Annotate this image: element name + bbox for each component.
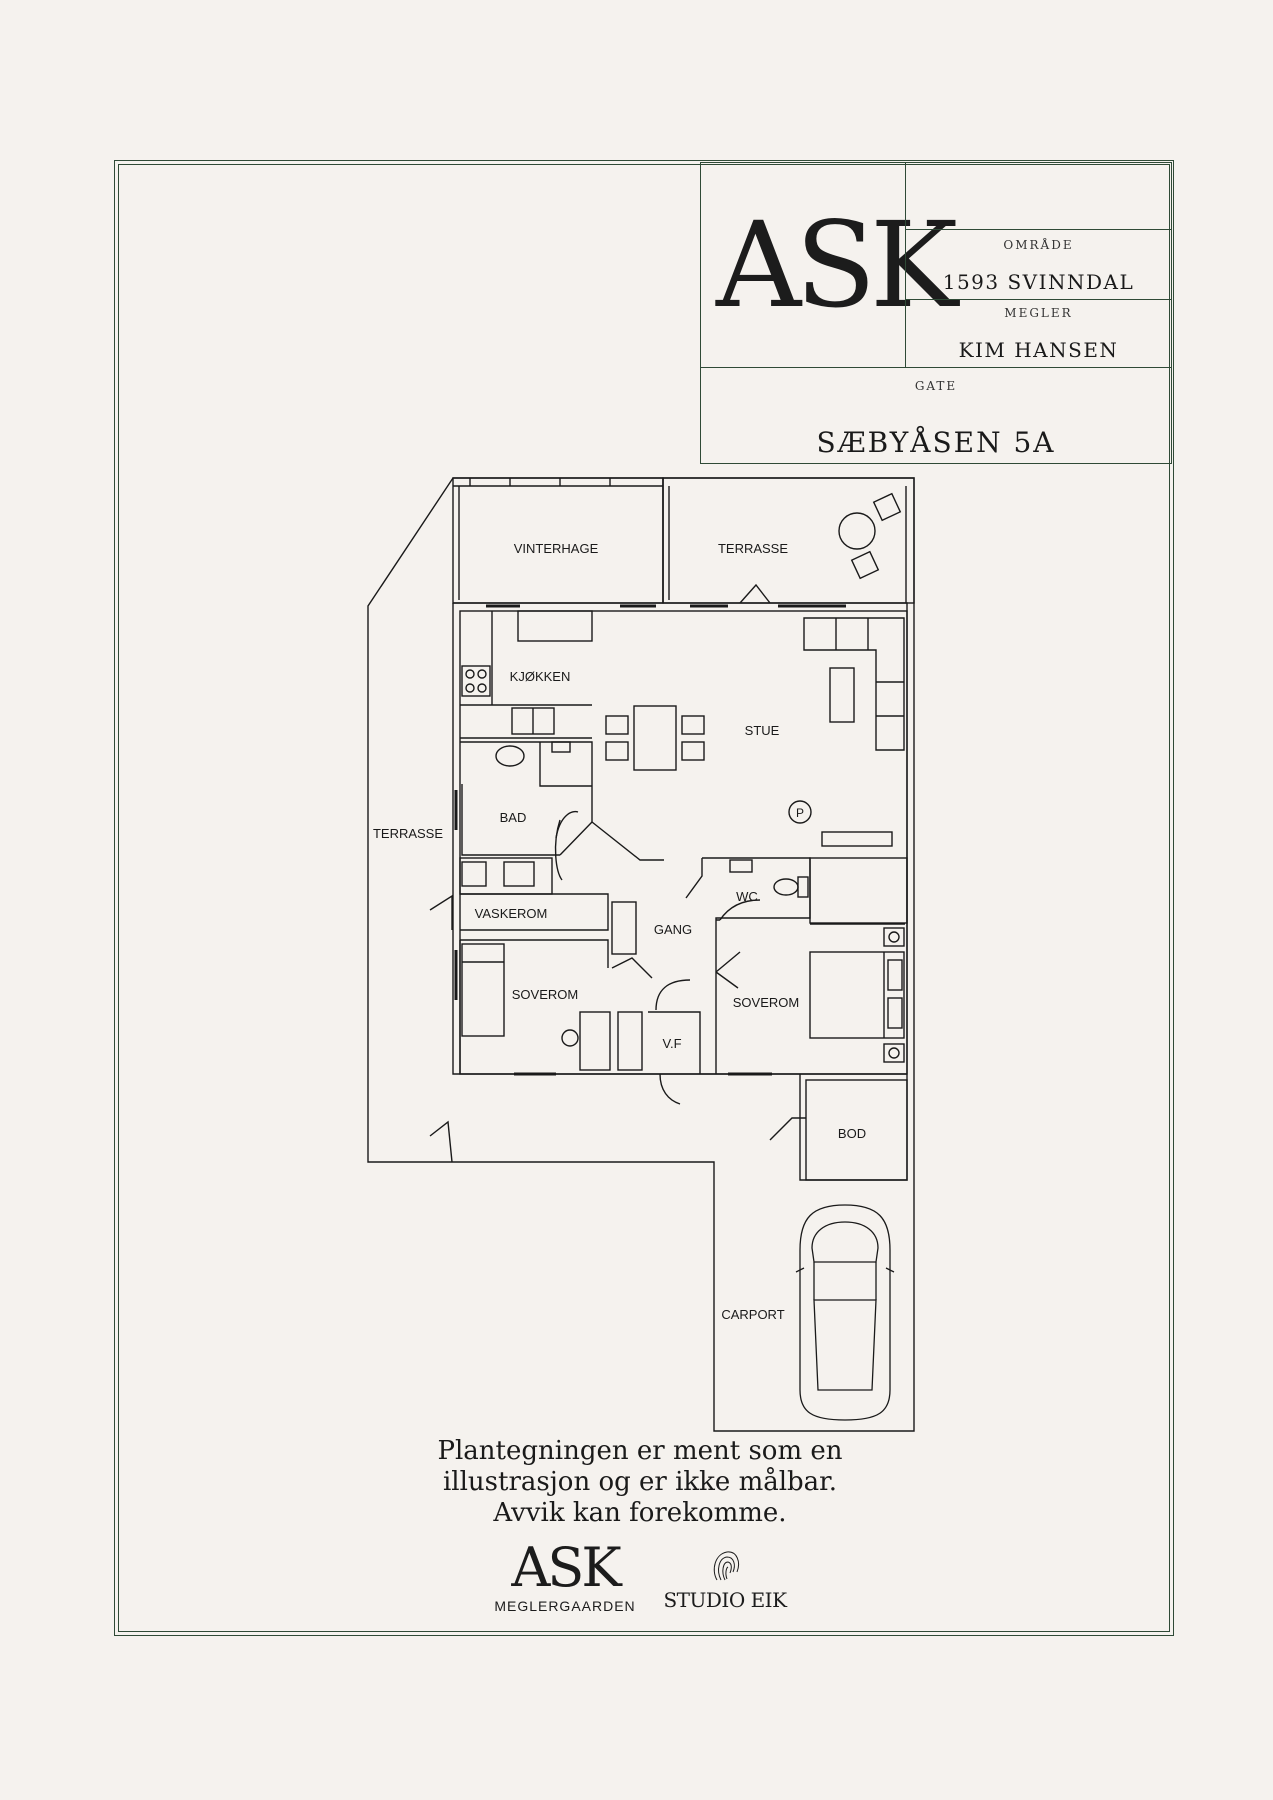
- omrade-label: OMRÅDE: [1003, 238, 1074, 252]
- washer: [461, 861, 487, 887]
- bed-right: [809, 951, 905, 1039]
- ask-meglergaarden-logo: ASK MEGLERGAARDEN: [480, 1536, 650, 1615]
- label-terrasse-top: TERRASSE: [718, 541, 788, 556]
- page-frame: [114, 160, 1174, 1636]
- label-soverom-left: SOVEROM: [512, 987, 578, 1002]
- kitchen-counter-top: [517, 610, 593, 642]
- gate-label: GATE: [914, 379, 958, 393]
- parking-circle: [788, 800, 812, 824]
- nightstand-2: [883, 1043, 905, 1063]
- bed-left: [461, 943, 505, 1037]
- coffee-table: [829, 667, 855, 723]
- wardrobe-left: [617, 1011, 643, 1071]
- bathroom-sink: [495, 745, 525, 767]
- soverom-left-walls: [459, 939, 609, 1074]
- terrace-chair-2: [850, 550, 880, 580]
- footer-studio-text: STUDIO EIK: [663, 1588, 787, 1612]
- label-bad: BAD: [500, 810, 527, 825]
- label-stue: STUE: [745, 723, 780, 738]
- house-inner-wall: [459, 610, 908, 1075]
- corridor-wall: [591, 821, 664, 861]
- title-block-gate-cell: [700, 367, 1172, 464]
- terrace-chair-1: [872, 492, 902, 522]
- disclaimer-line-3: Avvik kan forekomme.: [493, 1498, 787, 1528]
- car: [795, 1204, 895, 1421]
- disclaimer-line-2: illustrasjon og er ikke målbar.: [442, 1467, 838, 1497]
- label-terrasse-side: TERRASSE: [373, 826, 443, 841]
- parking-symbol: P: [796, 806, 804, 820]
- terrasse-top-walls: [662, 477, 915, 604]
- gate-value: SÆBYÅSEN 5A: [816, 426, 1056, 459]
- toilet: [773, 878, 799, 896]
- terrace-table: [838, 512, 876, 550]
- vaskerom-walls: [459, 857, 553, 895]
- desk: [579, 1011, 611, 1071]
- studio-eik-fingerprint-icon: [713, 1551, 740, 1581]
- label-carport: CARPORT: [721, 1307, 784, 1322]
- disclaimer-line-1: Plantegningen er ment som en: [437, 1436, 843, 1466]
- house-outer-wall: [452, 602, 908, 1181]
- dining-table: [633, 705, 677, 771]
- disclaimer: Plantegningen er ment som en illustrasjo…: [380, 1436, 900, 1529]
- label-soverom-right: SOVEROM: [733, 995, 799, 1010]
- bathroom-walls: [460, 741, 593, 822]
- studio-eik-logo: STUDIO EIK: [660, 1546, 790, 1612]
- label-gang: GANG: [654, 922, 692, 937]
- tv-bench: [821, 831, 893, 847]
- nightstand-1: [883, 927, 905, 947]
- megler-value: KIM HANSEN: [958, 338, 1119, 362]
- wardrobe-hall: [611, 901, 637, 955]
- megler-label: MEGLER: [1004, 306, 1073, 320]
- ask-logo: ASK: [716, 196, 958, 334]
- omrade-value: 1593 SVINNDAL: [942, 270, 1135, 294]
- label-vinterhage: VINTERHAGE: [514, 541, 599, 556]
- footer-ask-sub: MEGLERGAARDEN: [494, 1598, 636, 1614]
- sofa: [803, 617, 905, 751]
- bod-walls: [805, 1079, 908, 1181]
- label-bod: BOD: [838, 1126, 866, 1141]
- label-wc: WC: [736, 889, 758, 904]
- laundry-sink: [503, 861, 535, 887]
- terrace-outline: [367, 477, 915, 1432]
- footer-ask-logo: ASK: [511, 1536, 621, 1599]
- label-kjokken: KJØKKEN: [510, 669, 571, 684]
- label-vf: V.F: [662, 1036, 681, 1051]
- soverom-right-walls: [715, 919, 720, 1074]
- label-vaskerom: VASKEROM: [475, 906, 548, 921]
- stove: [461, 665, 491, 697]
